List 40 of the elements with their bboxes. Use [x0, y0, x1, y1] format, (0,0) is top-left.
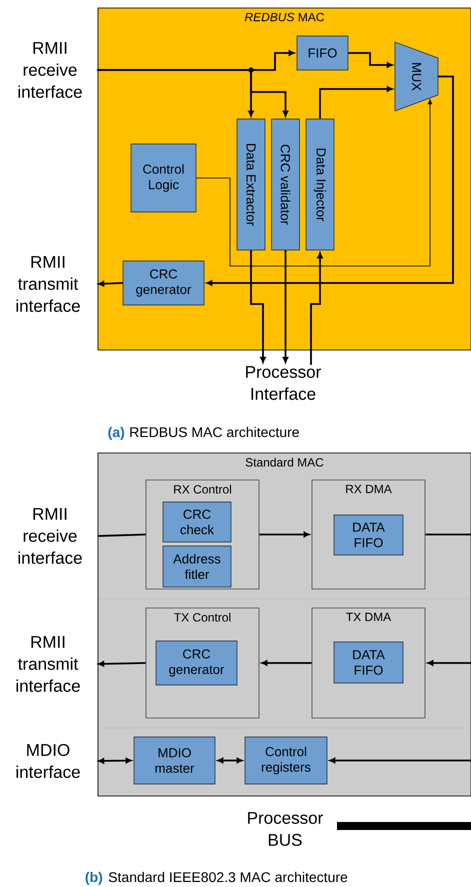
arrow	[206, 76, 454, 286]
arrow	[98, 661, 146, 667]
arrow	[98, 758, 132, 764]
caption-letter: (b)	[86, 872, 102, 885]
interface-label: Processor BUS	[248, 812, 323, 846]
interface-label: MDIO interface	[16, 744, 80, 778]
arrow	[261, 660, 312, 666]
arrow	[319, 86, 393, 119]
process-box: DATA FIFO	[334, 514, 404, 556]
process-box: Data Extractor	[236, 118, 266, 250]
interface-label: RMII receive interface	[18, 42, 82, 98]
process-box: Address fitler	[162, 546, 232, 588]
arrow	[250, 250, 266, 363]
process-box: CRC generator	[156, 640, 238, 686]
interface-label: Processor Interface	[246, 366, 321, 400]
process-box: CRC validator	[271, 118, 300, 250]
process-box: MDIO master	[134, 736, 216, 784]
process-box: CRC check	[162, 502, 232, 542]
process-box: DATA FIFO	[334, 642, 404, 684]
arrow	[217, 758, 243, 764]
process-box: Data Injector	[306, 118, 334, 250]
process-box: FIFO	[296, 36, 348, 70]
figure-caption: REDBUS MAC architecture	[130, 426, 299, 438]
process-box: CRC generator	[122, 260, 204, 306]
arrow	[329, 758, 471, 764]
figure-caption: Standard IEEE802.3 MAC architecture	[108, 872, 348, 882]
interface-label: RMII receive interface	[18, 508, 82, 564]
arrow	[282, 250, 288, 363]
arrow	[259, 532, 310, 538]
arrow	[348, 52, 393, 68]
interface-label: RMII transmit interface	[16, 256, 80, 312]
arrow	[97, 69, 288, 117]
arrow	[310, 252, 323, 365]
interface-label: RMII transmit interface	[16, 636, 80, 692]
process-box: Control Logic	[130, 144, 196, 212]
caption-letter: (a)	[108, 426, 124, 440]
arrow	[196, 99, 432, 266]
process-box: Control registers	[244, 736, 328, 784]
arrow	[427, 660, 471, 666]
arrow	[98, 280, 123, 287]
